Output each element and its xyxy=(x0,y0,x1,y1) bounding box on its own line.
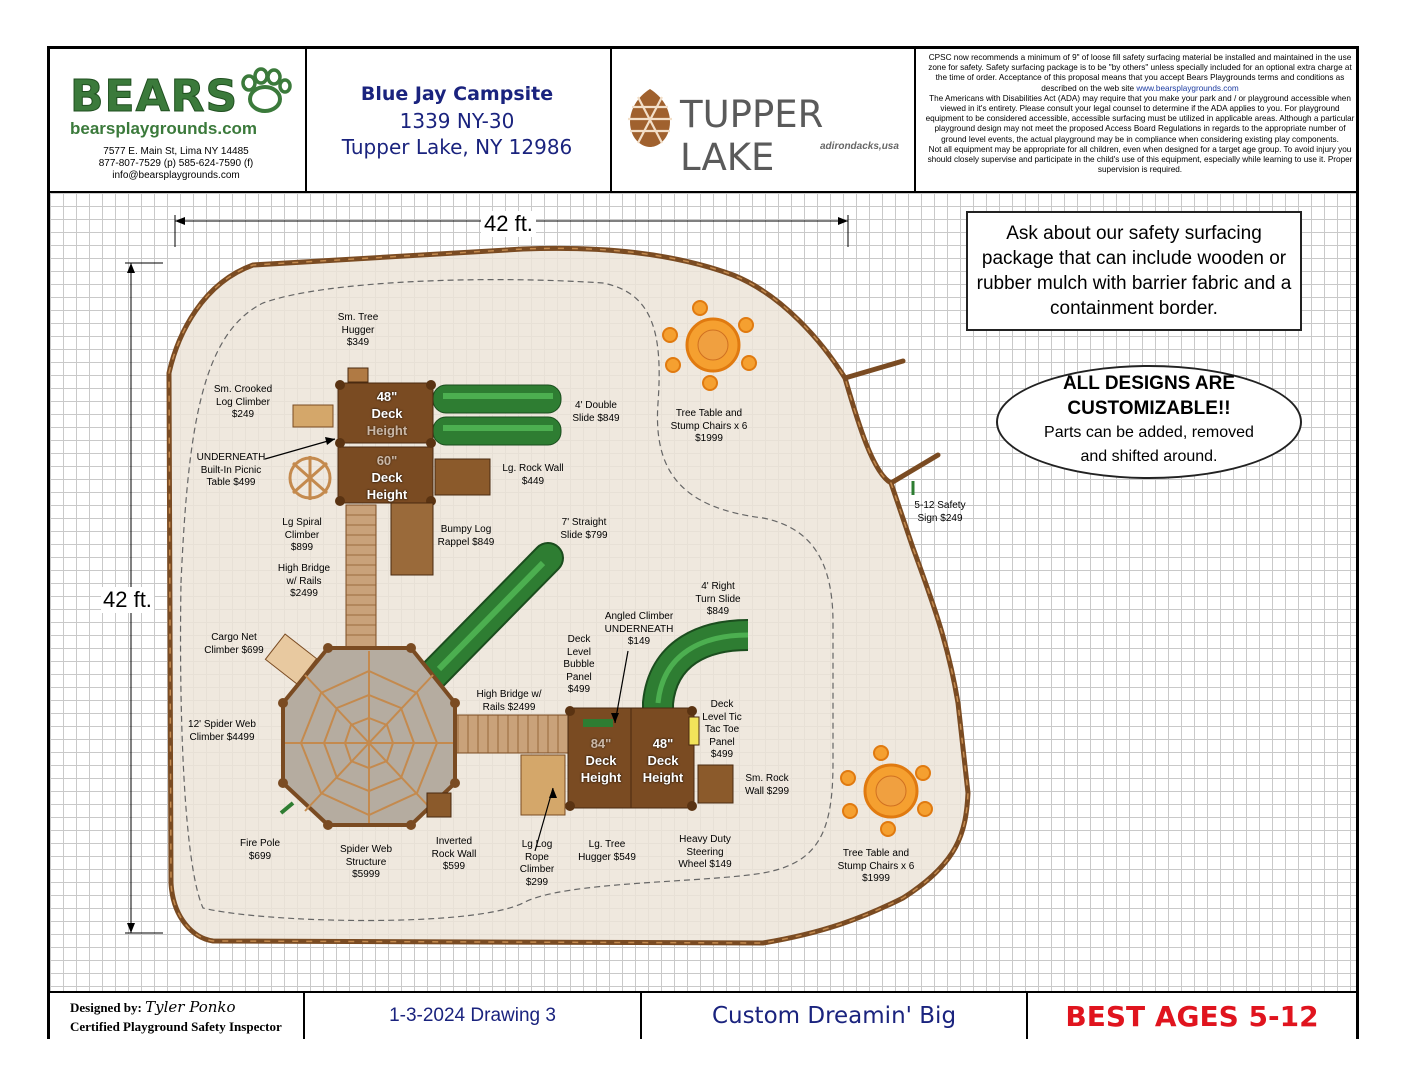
customizable-title-1: ALL DESIGNS ARE xyxy=(1062,373,1236,394)
tree-table-2 xyxy=(840,745,933,837)
high-bridge-horizontal xyxy=(447,714,569,754)
customizable-callout: ALL DESIGNS ARE CUSTOMIZABLE!! Parts can… xyxy=(996,365,1302,479)
site-block: Blue Jay Campsite 1339 NY-30 Tupper Lake… xyxy=(307,49,612,193)
bear-paw-icon xyxy=(241,67,292,113)
drawing-info: 1-3-2024 Drawing 3 xyxy=(305,993,642,1039)
high-bridge-vertical xyxy=(345,504,377,648)
designed-by-label: Designed by: xyxy=(70,999,142,1015)
site-street: 1339 NY-30 xyxy=(399,109,515,133)
ages-label: BEST AGES 5-12 xyxy=(1065,999,1319,1033)
company-email[interactable]: info@bearsplaygrounds.com xyxy=(112,170,240,181)
client-logo-sub: adirondacks,usa xyxy=(820,141,899,152)
client-logo-main: TUPPER LAKE xyxy=(680,93,824,179)
customizable-body-1: Parts can be added, removed xyxy=(1044,424,1254,441)
lower-tower xyxy=(520,706,734,816)
designer-title: Certified Playground Safety Inspector xyxy=(70,1018,282,1034)
pinecone-icon xyxy=(628,89,672,147)
disclaimer-link[interactable]: www.bearsplaygrounds.com xyxy=(1136,83,1239,93)
label-lg-rock-wall: Lg. Rock Wall$449 xyxy=(502,463,564,487)
disclaimer-supervision: Not all equipment may be appropriate for… xyxy=(927,144,1353,175)
label-high-bridge-2: High Bridge w/Rails $2499 xyxy=(476,689,542,713)
designer-block: Designed by: Tyler Ponko Certified Playg… xyxy=(50,993,305,1039)
disclaimer-block: CPSC now recommends a minimum of 9" of l… xyxy=(916,49,1356,193)
company-phone: 877-807-7529 (p) 585-624-7590 (f) xyxy=(98,158,254,169)
width-dimension: 42 ft. xyxy=(481,211,536,237)
tree-table-1 xyxy=(662,300,757,391)
right-turn-slide xyxy=(642,619,749,715)
use-zone-outline xyxy=(179,279,834,922)
design-name-block: Custom Dreamin' Big xyxy=(642,993,1028,1039)
bears-logo-text: BEARS xyxy=(69,71,239,123)
design-name: Custom Dreamin' Big xyxy=(711,1003,957,1029)
client-logo-block: TUPPER LAKE adirondacks,usa xyxy=(612,49,916,193)
upper-tower xyxy=(292,367,491,576)
disclaimer-cpsc: CPSC now recommends a minimum of 9" of l… xyxy=(928,53,1352,93)
disclaimer-ada: The Americans with Disabilities Act (ADA… xyxy=(925,93,1355,144)
drawing-sheet: BEARS bearsplaygrounds.com 7577 E. Main … xyxy=(47,46,1359,1039)
surfacing-callout: Ask about our safety surfacing package t… xyxy=(966,211,1302,331)
site-name: Blue Jay Campsite xyxy=(360,83,554,105)
customizable-title-2: CUSTOMIZABLE!! xyxy=(1067,398,1231,419)
ages-block: BEST AGES 5-12 xyxy=(1028,993,1356,1039)
playground-plan xyxy=(125,215,971,946)
height-dimension: 42 ft. xyxy=(101,587,154,613)
drawing-label: 1-3-2024 Drawing 3 xyxy=(389,1005,556,1026)
company-url[interactable]: bearsplaygrounds.com xyxy=(70,119,258,138)
spider-web-structure xyxy=(278,643,460,830)
double-slide xyxy=(432,384,562,446)
site-city: Tupper Lake, NY 12986 xyxy=(341,135,573,159)
company-block: BEARS bearsplaygrounds.com 7577 E. Main … xyxy=(50,49,307,193)
straight-slide xyxy=(417,542,564,691)
label-fire-pole: Fire Pole$699 xyxy=(239,838,280,862)
designer-name: Tyler Ponko xyxy=(145,997,236,1016)
customizable-body-2: and shifted around. xyxy=(1080,448,1218,465)
spiral-climber xyxy=(288,456,332,500)
company-address: 7577 E. Main St, Lima NY 14485 xyxy=(103,146,249,157)
